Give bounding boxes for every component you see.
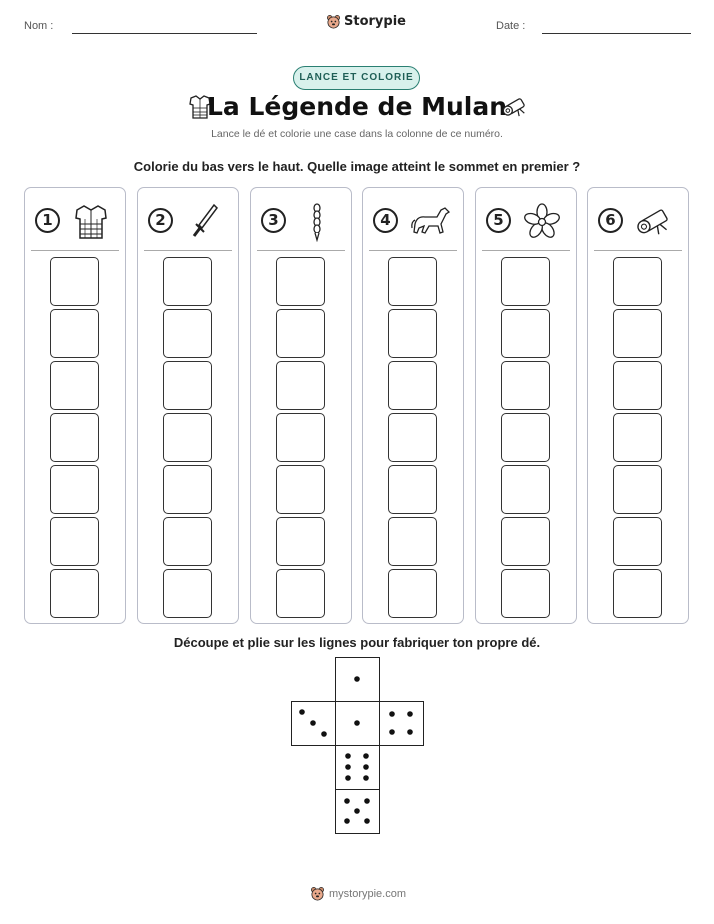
die-face-1 bbox=[335, 657, 380, 702]
die-face-3 bbox=[291, 701, 336, 746]
cut-instruction: Découpe et plie sur les lignes pour fabr… bbox=[173, 635, 541, 650]
die-face-6 bbox=[335, 745, 380, 790]
column-number: 3 bbox=[261, 208, 286, 233]
column-number: 4 bbox=[373, 208, 398, 233]
color-box[interactable] bbox=[613, 465, 662, 514]
die-face-5 bbox=[335, 789, 380, 834]
color-box[interactable] bbox=[613, 257, 662, 306]
die-face-1 bbox=[335, 701, 380, 746]
color-box[interactable] bbox=[276, 569, 325, 618]
column-divider bbox=[31, 250, 119, 251]
color-box[interactable] bbox=[613, 517, 662, 566]
color-box[interactable] bbox=[388, 517, 437, 566]
color-box[interactable] bbox=[501, 257, 550, 306]
subtitle: Lance le dé et colorie une case dans la … bbox=[211, 128, 503, 140]
column-divider bbox=[257, 250, 345, 251]
color-box[interactable] bbox=[163, 517, 212, 566]
color-box[interactable] bbox=[388, 465, 437, 514]
color-box[interactable] bbox=[276, 361, 325, 410]
instruction: Colorie du bas vers le haut. Quelle imag… bbox=[133, 159, 581, 174]
color-box[interactable] bbox=[50, 413, 99, 462]
bear-icon bbox=[311, 887, 324, 901]
color-box[interactable] bbox=[388, 569, 437, 618]
brand-logo: Storypie bbox=[326, 14, 406, 29]
color-box[interactable] bbox=[613, 361, 662, 410]
color-box[interactable] bbox=[276, 517, 325, 566]
armor-icon bbox=[189, 95, 211, 119]
footer: mystorypie.com bbox=[310, 886, 406, 901]
color-box[interactable] bbox=[50, 517, 99, 566]
armor-icon bbox=[75, 205, 107, 239]
color-box[interactable] bbox=[50, 361, 99, 410]
horse-icon bbox=[411, 207, 451, 234]
color-box[interactable] bbox=[501, 465, 550, 514]
color-box[interactable] bbox=[388, 413, 437, 462]
color-box[interactable] bbox=[163, 569, 212, 618]
column-2: 2 bbox=[137, 187, 239, 624]
column-3: 3 bbox=[250, 187, 352, 624]
column-divider bbox=[369, 250, 457, 251]
color-box[interactable] bbox=[276, 257, 325, 306]
column-4: 4 bbox=[362, 187, 464, 624]
sword-icon bbox=[192, 203, 218, 237]
bear-icon bbox=[327, 15, 340, 29]
column-divider bbox=[482, 250, 570, 251]
color-box[interactable] bbox=[163, 257, 212, 306]
color-box[interactable] bbox=[163, 309, 212, 358]
date-line[interactable] bbox=[542, 33, 691, 34]
name-line[interactable] bbox=[72, 33, 257, 34]
color-box[interactable] bbox=[50, 257, 99, 306]
column-divider bbox=[594, 250, 682, 251]
color-box[interactable] bbox=[50, 465, 99, 514]
color-box[interactable] bbox=[163, 465, 212, 514]
color-box[interactable] bbox=[50, 569, 99, 618]
color-box[interactable] bbox=[613, 309, 662, 358]
die-face-4 bbox=[379, 701, 424, 746]
color-box[interactable] bbox=[501, 569, 550, 618]
column-number: 2 bbox=[148, 208, 173, 233]
scroll-icon bbox=[502, 98, 525, 117]
color-box[interactable] bbox=[163, 413, 212, 462]
column-divider bbox=[144, 250, 232, 251]
flower-icon bbox=[524, 203, 560, 238]
column-5: 5 bbox=[475, 187, 577, 624]
color-box[interactable] bbox=[276, 413, 325, 462]
color-box[interactable] bbox=[388, 309, 437, 358]
name-label: Nom : bbox=[24, 20, 54, 32]
brand-name: Storypie bbox=[344, 14, 406, 29]
color-box[interactable] bbox=[501, 413, 550, 462]
color-box[interactable] bbox=[388, 361, 437, 410]
color-box[interactable] bbox=[276, 465, 325, 514]
footer-url[interactable]: mystorypie.com bbox=[329, 887, 407, 900]
column-number: 6 bbox=[598, 208, 623, 233]
color-box[interactable] bbox=[613, 569, 662, 618]
color-box[interactable] bbox=[501, 309, 550, 358]
page-title: La Légende de Mulan bbox=[206, 92, 508, 121]
column-number: 5 bbox=[486, 208, 511, 233]
column-1: 1 bbox=[24, 187, 126, 624]
column-6: 6 bbox=[587, 187, 689, 624]
color-box[interactable] bbox=[613, 413, 662, 462]
activity-badge: LANCE ET COLORIE bbox=[293, 66, 420, 90]
color-box[interactable] bbox=[501, 517, 550, 566]
color-box[interactable] bbox=[50, 309, 99, 358]
color-box[interactable] bbox=[388, 257, 437, 306]
date-label: Date : bbox=[496, 20, 526, 32]
color-box[interactable] bbox=[276, 309, 325, 358]
column-number: 1 bbox=[35, 208, 60, 233]
color-box[interactable] bbox=[163, 361, 212, 410]
color-box[interactable] bbox=[501, 361, 550, 410]
scroll-icon bbox=[637, 209, 668, 235]
braid-icon bbox=[313, 203, 321, 242]
